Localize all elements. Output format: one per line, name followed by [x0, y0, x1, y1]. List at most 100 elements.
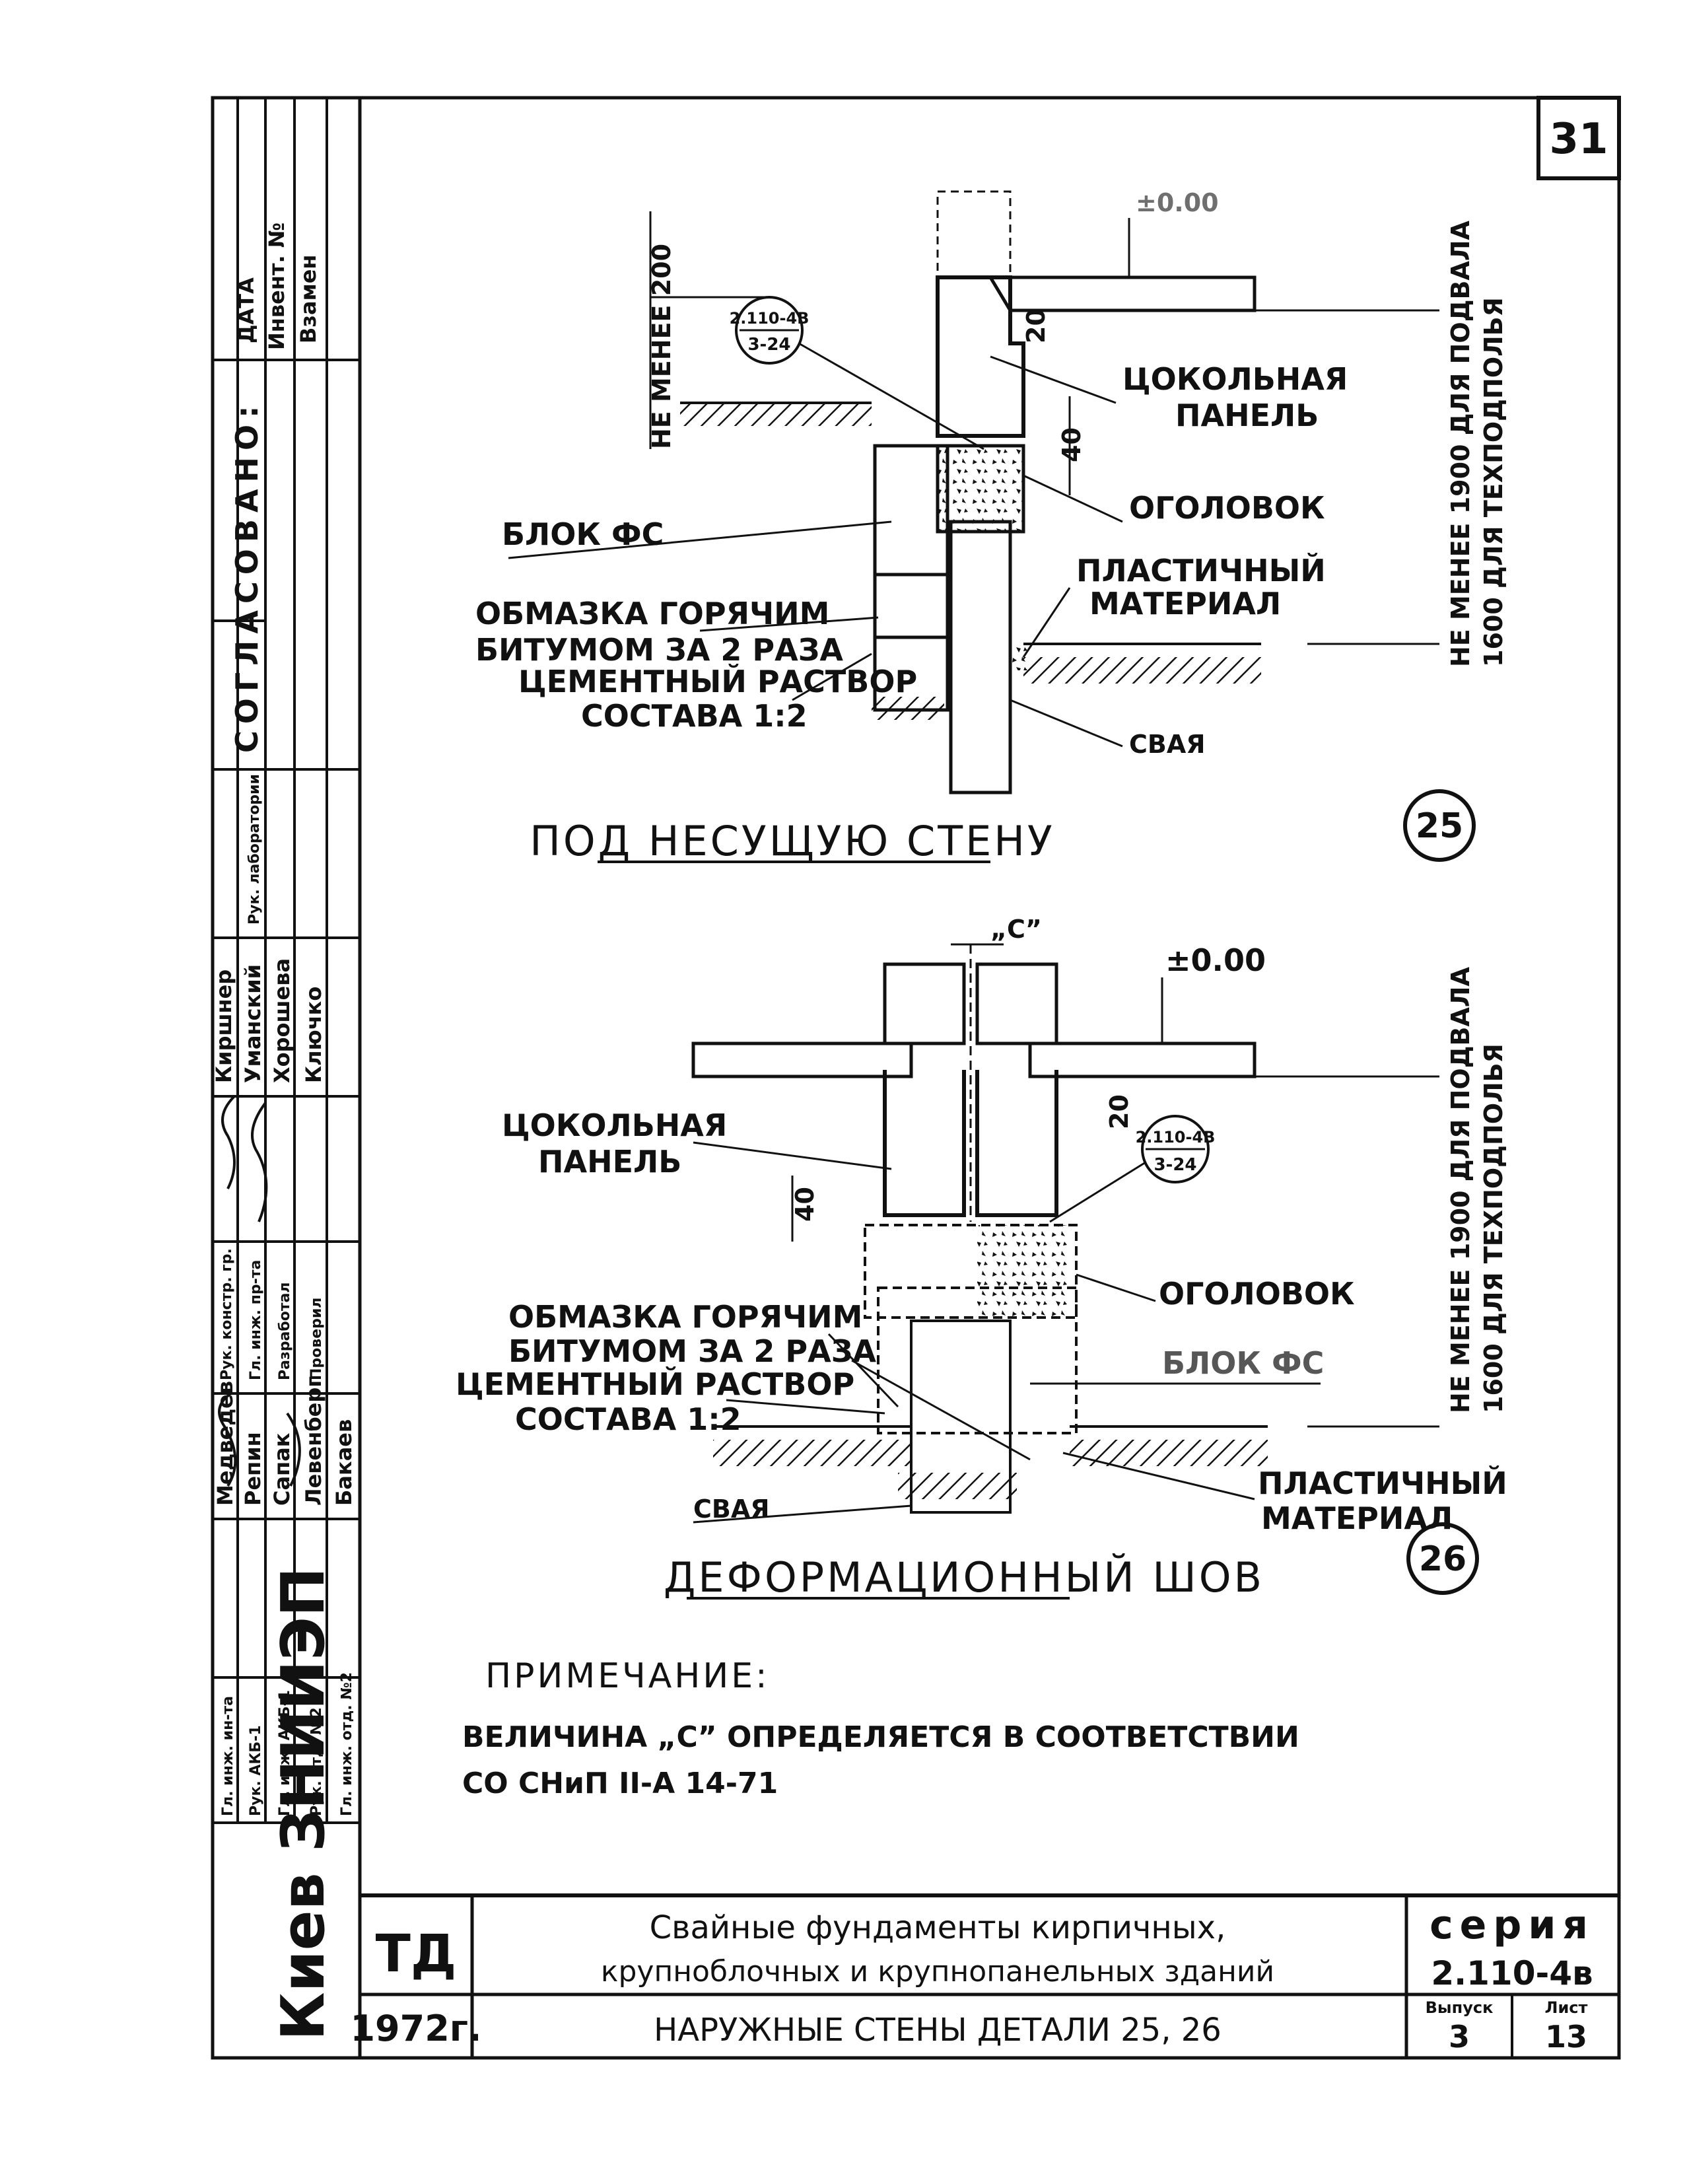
- label-mortar-25-1: ЦЕМЕНТНЫЙ РАСТВОР: [518, 664, 917, 699]
- label-panel-26-1: ЦОКОЛЬНАЯ: [502, 1108, 727, 1143]
- stamp-name-repin: Репин: [240, 1432, 265, 1506]
- side-note-26-2: 1600 ДЛЯ ТЕХПОДПОЛЬЯ: [1479, 1043, 1508, 1413]
- sheet-value: 13: [1545, 2019, 1587, 2055]
- doc-title-2: крупноблочных и крупнопанельных зданий: [601, 1955, 1274, 1989]
- signature-3: [218, 1392, 237, 1487]
- title-block: ТД 1972г. Свайные фундаменты кирпичных, …: [350, 1893, 1619, 2058]
- doc-code: ТД: [376, 1924, 457, 1984]
- stamp-role-gip: Гл. инж. пр-та: [248, 1260, 264, 1380]
- stamp-role-1: Гл. инж. ин-та: [220, 1696, 236, 1816]
- dim-c-26: „С”: [990, 915, 1042, 944]
- doc-title-1: Свайные фундаменты кирпичных,: [650, 1909, 1226, 1946]
- label-plastic-25-2: МАТЕРИАЛ: [1089, 586, 1281, 621]
- sheet-number: 31: [1549, 115, 1608, 164]
- stamp-role-2: Рук. АКБ-1: [248, 1725, 264, 1816]
- block-26: [877, 1286, 1078, 1434]
- stamp-role-4: Рук. отд. №2: [308, 1707, 325, 1816]
- side-note-26-1: НЕ МЕНЕЕ 1900 ДЛЯ ПОДВАЛА: [1446, 967, 1475, 1413]
- note-title: ПРИМЕЧАНИЕ:: [485, 1656, 770, 1696]
- label-coat-26-1: ОБМАЗКА ГОРЯЧИМ: [508, 1299, 862, 1335]
- stamp-inv: Инвент. №: [264, 223, 289, 350]
- detail-26-number: 26: [1419, 1539, 1466, 1579]
- floor-slab: [987, 275, 1257, 312]
- plinth-panel-left-26: [883, 1070, 966, 1217]
- pile-26: [910, 1320, 1012, 1514]
- ground-left-26: [713, 1440, 911, 1466]
- note-line-2: СО СНиП II-А 14-71: [462, 1767, 778, 1800]
- dim-40-25: 40: [1057, 427, 1086, 462]
- signature-2: [251, 1102, 268, 1222]
- series-value: 2.110-4в: [1431, 1954, 1593, 1992]
- label-panel-26-2: ПАНЕЛЬ: [538, 1144, 681, 1180]
- ground-left: [680, 403, 872, 426]
- ref-bubble-25: [735, 296, 804, 365]
- issue-label: Выпуск: [1426, 1998, 1494, 2017]
- stamp-name-khorosheva: Хорошева: [269, 958, 294, 1083]
- detail-25-title: ПОД НЕСУЩУЮ СТЕНУ: [530, 817, 1054, 865]
- ref-bubble-26: [1141, 1115, 1210, 1183]
- plinth-panel-right-26: [975, 1070, 1058, 1217]
- series-label: серия: [1430, 1902, 1595, 1948]
- stamp-name-klyuchko: Ключко: [301, 987, 326, 1083]
- side-note-25-1: НЕ МЕНЕЕ 1900 ДЛЯ ПОДВАЛА: [1446, 221, 1475, 667]
- panel-top-right: [975, 962, 1058, 1045]
- dim-top-26: ±0.00: [1165, 942, 1266, 978]
- ref-bottom-25: 3-24: [747, 335, 790, 355]
- sheet-label: Лист: [1545, 1998, 1588, 2017]
- stamp-role-konstr: Рук. констр. гр.: [219, 1248, 235, 1380]
- doc-subtitle: НАРУЖНЫЕ СТЕНЫ ДЕТАЛИ 25, 26: [654, 2012, 1222, 2049]
- label-coat-25-2: БИТУМОМ ЗА 2 РАЗА: [475, 632, 843, 668]
- sheet-number-box: [1536, 96, 1621, 180]
- detail-26-title: ДЕФОРМАЦИОННЫЙ ШОВ: [664, 1553, 1264, 1602]
- dim-40-26: 40: [790, 1187, 819, 1222]
- stamp-role-prover: Проверил: [308, 1298, 325, 1380]
- slab-right: [1028, 1041, 1257, 1078]
- dim-20-26: 20: [1105, 1094, 1134, 1129]
- detail-25-number: 25: [1416, 806, 1463, 846]
- label-cap-26: ОГОЛОВОК: [1159, 1276, 1355, 1312]
- dim-min200: НЕ МЕНЕЕ 200: [647, 244, 676, 449]
- detail-26: „С” ±0.00 20 40 2.110-4В 3-24 ЦОКОЛЬНАЯ …: [456, 915, 1508, 1602]
- approval-stamp: ДАТА Инвент. № Взамен СОГЛАСОВАНО: Рук. …: [211, 98, 360, 2041]
- stamp-role-3: Гл. инж. АКБ-1: [277, 1690, 293, 1816]
- detail-26-marker: [1406, 1522, 1479, 1595]
- pile-cap: [936, 444, 1025, 534]
- sheet-frame: [211, 96, 1621, 2060]
- ref-bottom-26: 3-24: [1154, 1155, 1196, 1175]
- label-plastic-25-1: ПЛАСТИЧНЫЙ: [1076, 553, 1326, 588]
- label-block-25: БЛОК ФС: [502, 516, 664, 552]
- ref-top-26: 2.110-4В: [1136, 1128, 1216, 1146]
- label-mortar-26-1: ЦЕМЕНТНЫЙ РАСТВОР: [456, 1366, 854, 1402]
- stamp-agreed: СОГЛАСОВАНО:: [229, 399, 265, 753]
- detail-25-marker: [1403, 789, 1476, 862]
- stamp-name-umansky: Уманский: [240, 964, 265, 1083]
- stamp-name-levenberg: Левенберг: [301, 1376, 326, 1506]
- stamp-lab-head: Рук. лаборатории: [246, 774, 263, 925]
- label-pile-25: СВАЯ: [1129, 730, 1206, 759]
- slab-left: [691, 1041, 913, 1078]
- cap-26: [864, 1224, 1078, 1319]
- label-cap-25: ОГОЛОВОК: [1129, 490, 1325, 526]
- wall-above: [936, 190, 1012, 279]
- plinth-panel: [936, 275, 1025, 438]
- label-block-26: БЛОК ФС: [1162, 1345, 1324, 1381]
- panel-top-left: [883, 962, 966, 1045]
- doc-year: 1972г.: [350, 2008, 481, 2049]
- signature-1: [221, 1095, 236, 1189]
- stamp-date: ДАТА: [234, 277, 259, 343]
- cap-fill-26: [977, 1225, 1070, 1318]
- ground-bottom-26: [898, 1473, 1017, 1499]
- dim-20-25: 20: [1021, 308, 1051, 343]
- pile: [949, 520, 1012, 794]
- ground-right: [1023, 657, 1261, 684]
- label-panel-25-1: ЦОКОЛЬНАЯ: [1122, 361, 1348, 397]
- stamp-name-sapak: Сапак: [269, 1432, 294, 1506]
- ground-bottom: [872, 697, 944, 720]
- label-mortar-26-2: СОСТАВА 1:2: [515, 1401, 741, 1437]
- note-line-1: ВЕЛИЧИНА „С” ОПРЕДЕЛЯЕТСЯ В СООТВЕТСТВИИ: [462, 1720, 1299, 1754]
- side-note-25-2: 1600 ДЛЯ ТЕХПОДПОЛЬЯ: [1479, 297, 1508, 667]
- label-plastic-26-1: ПЛАСТИЧНЫЙ: [1258, 1465, 1507, 1501]
- stamp-name-kirshner: Киршнер: [211, 969, 236, 1083]
- label-panel-25-2: ПАНЕЛЬ: [1175, 398, 1319, 433]
